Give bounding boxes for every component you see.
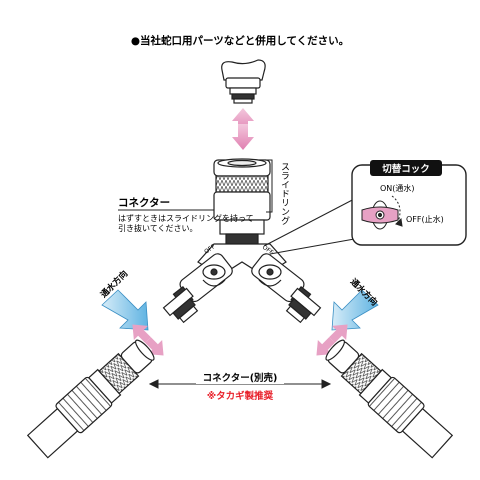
connector-title: コネクター: [118, 197, 170, 209]
attach-arrow-left: [132, 324, 164, 356]
left-valve-knob: [202, 264, 226, 287]
slide-ring: [215, 175, 269, 193]
connector-left: [26, 339, 155, 459]
connector-desc-2: 引き抜いてください。: [118, 223, 198, 233]
faucet-adapter: [221, 59, 266, 104]
flow-arrow-right: [331, 289, 379, 331]
switch-on-label: ON(通水): [380, 183, 415, 193]
flow-arrow-left: [101, 289, 149, 331]
switch-cock-title: 切替コック: [382, 163, 430, 175]
rotation-arrow: [391, 195, 401, 223]
switch-cock-title-box: [370, 160, 442, 176]
slide-ring-bracket: [266, 159, 273, 213]
attach-arrow-top: [232, 108, 254, 150]
slide-ring-label: スライドリング: [279, 162, 290, 225]
sold-separately-label: コネクター(別売): [203, 372, 278, 384]
attach-arrow-right: [316, 324, 348, 356]
takagi-recommended-note: ※タカギ製推奨: [207, 390, 274, 402]
header-note: ●当社蛇口用パーツなどと併用してください。: [131, 34, 349, 47]
y-connector: [162, 158, 322, 324]
connector-desc-1: はずすときはスライドリングを持って: [118, 213, 254, 223]
right-valve-knob: [258, 264, 282, 287]
connector-right: [325, 339, 454, 459]
switch-cock-callout: [263, 160, 467, 255]
switch-cock-knob: [361, 195, 403, 230]
switch-off-label: OFF(止水): [406, 214, 444, 224]
